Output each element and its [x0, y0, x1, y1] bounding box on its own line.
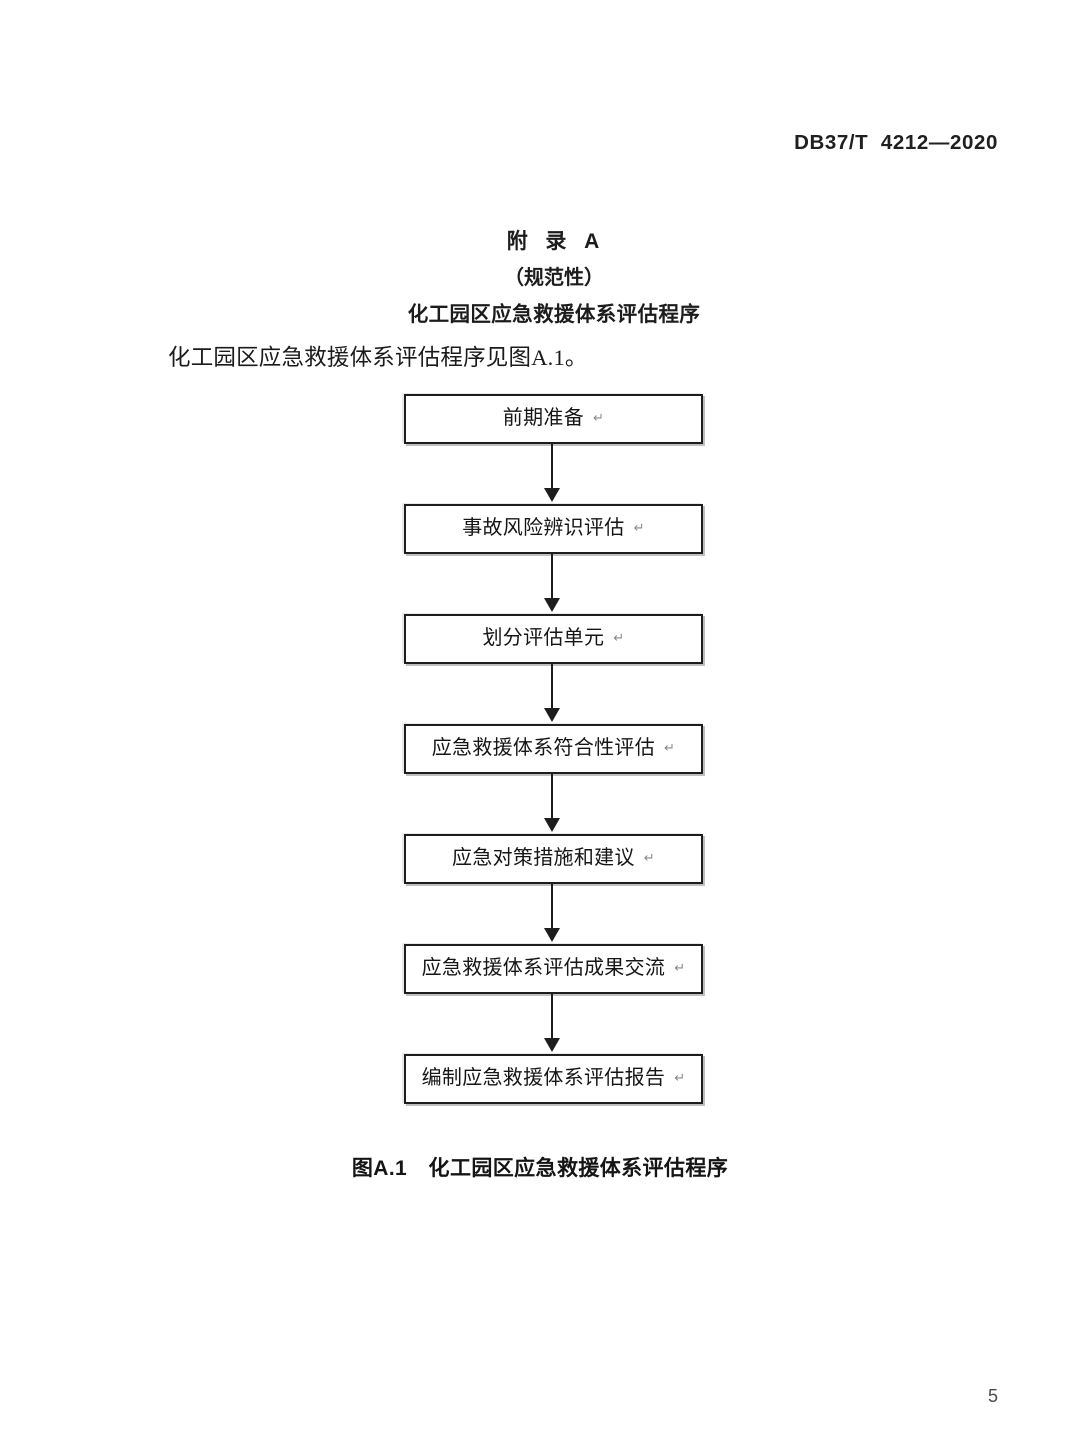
flow-step-label: 编制应急救援体系评估报告↵ [421, 1067, 686, 1089]
annex-name: 化工园区应急救援体系评估程序 [407, 303, 701, 326]
arrow-head-icon [544, 708, 560, 722]
standard-number-header: DB37/T 4212—2020 [794, 131, 998, 154]
flow-step: 划分评估单元↵ [404, 614, 704, 664]
annex-kind: （规范性） [504, 267, 604, 289]
flow-arrow-connector [404, 554, 703, 614]
flow-step-label: 划分评估单元↵ [482, 627, 625, 649]
flow-step: 前期准备↵ [404, 394, 704, 444]
flow-step: 应急对策措施和建议↵ [404, 834, 704, 884]
flow-step: 应急救援体系评估成果交流↵ [404, 944, 704, 994]
paragraph-return-icon: ↵ [633, 520, 645, 535]
paragraph-return-icon: ↵ [664, 740, 676, 755]
flowchart: 前期准备↵ 事故风险辨识评估↵ 划分评估单元↵ 应急救援体系符合性评估↵ 应急对策措施和… [404, 394, 704, 1104]
paragraph-return-icon: ↵ [593, 410, 605, 425]
flow-step-box: 编制应急救援体系评估报告↵ [404, 1054, 703, 1104]
annex-label: 附 录 A [506, 230, 602, 253]
flow-step: 编制应急救援体系评估报告↵ [404, 1054, 704, 1104]
figure-caption: 图A.1 化工园区应急救援体系评估程序 [351, 1157, 729, 1180]
arrow-head-icon [544, 928, 560, 942]
paragraph-return-icon: ↵ [643, 850, 655, 865]
body-paragraph: 化工园区应急救援体系评估程序见图A.1。 [168, 345, 588, 370]
flow-step-box: 应急救援体系评估成果交流↵ [404, 944, 703, 994]
flow-step-box: 前期准备↵ [404, 394, 703, 444]
flow-step: 事故风险辨识评估↵ [404, 504, 704, 554]
paragraph-return-icon: ↵ [613, 630, 625, 645]
flow-step-label: 事故风险辨识评估↵ [462, 517, 645, 539]
arrow-line [551, 554, 553, 602]
flow-arrow-connector [404, 884, 703, 944]
arrow-head-icon [544, 1038, 560, 1052]
arrow-line [551, 884, 553, 932]
flow-step-box: 事故风险辨识评估↵ [404, 504, 703, 554]
flow-arrow-connector [404, 994, 703, 1054]
arrow-head-icon [544, 818, 560, 832]
arrow-line [551, 444, 553, 492]
page-number: 5 [987, 1386, 998, 1406]
flow-step-label: 应急救援体系评估成果交流↵ [421, 957, 686, 979]
flow-arrow-connector [404, 774, 703, 834]
annex-title-block: 附 录 A （规范性） 化工园区应急救援体系评估程序 [0, 231, 1080, 326]
flow-arrow-connector [404, 664, 703, 724]
arrow-line [551, 664, 553, 712]
flow-step-label: 应急救援体系符合性评估↵ [431, 737, 676, 759]
flow-step-box: 应急救援体系符合性评估↵ [404, 724, 703, 774]
flow-step-label: 应急对策措施和建议↵ [452, 847, 655, 869]
arrow-head-icon [544, 488, 560, 502]
flow-step-box: 划分评估单元↵ [404, 614, 703, 664]
arrow-head-icon [544, 598, 560, 612]
flow-arrow-connector [404, 444, 703, 504]
flow-step-label: 前期准备↵ [502, 407, 605, 429]
flow-step-box: 应急对策措施和建议↵ [404, 834, 703, 884]
arrow-line [551, 774, 553, 822]
paragraph-return-icon: ↵ [674, 960, 686, 975]
flow-step: 应急救援体系符合性评估↵ [404, 724, 704, 774]
arrow-line [551, 994, 553, 1042]
paragraph-return-icon: ↵ [674, 1070, 686, 1085]
